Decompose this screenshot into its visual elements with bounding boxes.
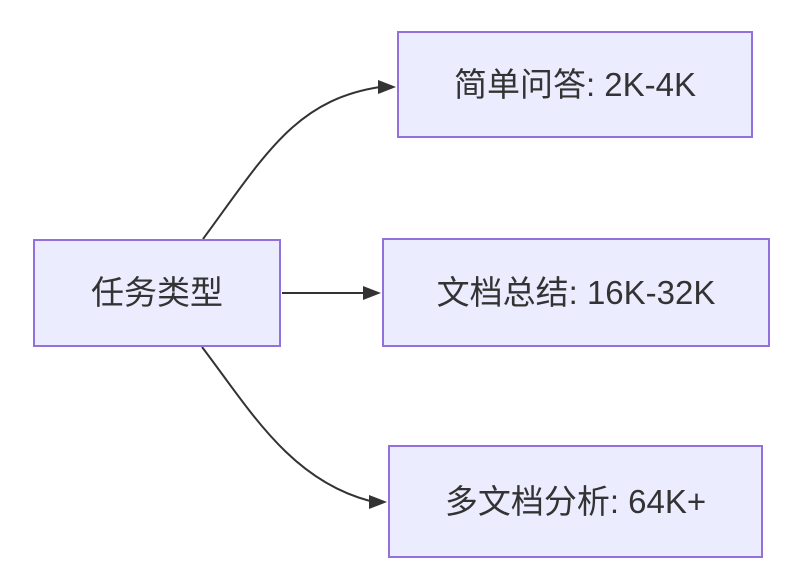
edge-task-type-to-simple-qa-arrowhead-icon xyxy=(378,80,396,94)
node-simple-qa: 简单问答: 2K-4K xyxy=(397,31,753,138)
node-doc-summary-label: 文档总结: 16K-32K xyxy=(436,273,716,311)
node-simple-qa-label: 简单问答: 2K-4K xyxy=(453,65,697,103)
edge-task-type-to-multi-doc xyxy=(201,346,371,502)
node-multi-doc-label: 多文档分析: 64K+ xyxy=(444,482,707,520)
node-multi-doc: 多文档分析: 64K+ xyxy=(388,445,763,558)
edge-task-type-to-doc-summary-arrowhead-icon xyxy=(363,286,381,300)
edge-task-type-to-multi-doc-arrowhead-icon xyxy=(369,495,387,509)
edge-task-type-to-simple-qa xyxy=(202,86,381,240)
node-task-type: 任务类型 xyxy=(33,239,281,347)
node-doc-summary: 文档总结: 16K-32K xyxy=(382,238,770,347)
node-task-type-label: 任务类型 xyxy=(91,274,223,312)
